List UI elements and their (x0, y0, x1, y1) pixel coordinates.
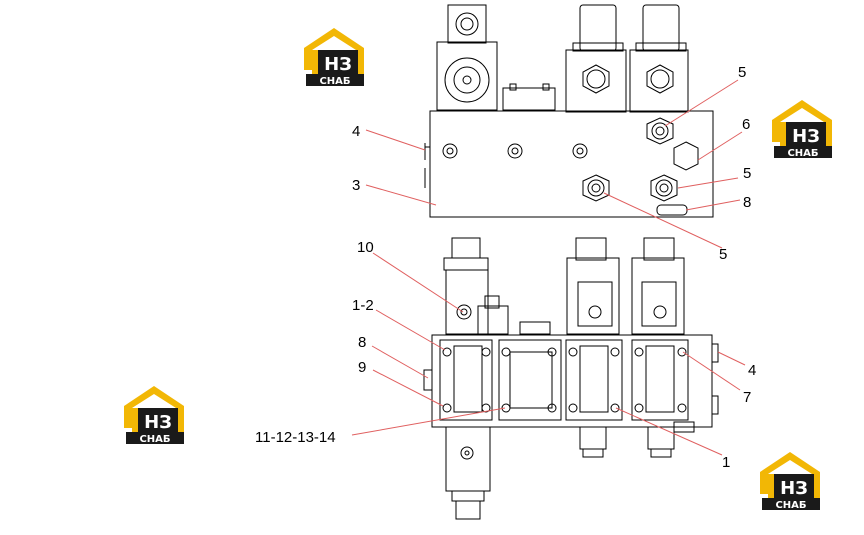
watermark-logo-brand: СНАБ (787, 148, 818, 159)
callout-3-top: 3 (352, 177, 360, 194)
callout-4-top: 4 (352, 123, 360, 140)
leader-lines (351, 79, 746, 456)
top-view-valve-assembly (424, 4, 714, 218)
callout-labels: 5 4 6 3 5 8 5 10 1-2 8 9 11-12-13-14 4 7… (255, 64, 756, 471)
callout-1-2-bottom: 1-2 (352, 297, 374, 314)
watermark-logo-letters: НЗ (792, 126, 820, 147)
bottom-view-valve-assembly (423, 237, 719, 520)
callout-4-bottom: 4 (748, 362, 756, 379)
callout-8-bottom: 8 (358, 334, 366, 351)
callout-8-top: 8 (743, 194, 751, 211)
callout-5-top: 5 (738, 64, 746, 81)
callout-5-mid: 5 (743, 165, 751, 182)
watermark-logo-brand: СНАБ (139, 434, 170, 445)
watermark-logo-1: НЗ СНАБ (304, 28, 364, 87)
callout-5-low: 5 (719, 246, 727, 263)
watermark-logo-letters: НЗ (144, 412, 172, 433)
watermark-logo-brand: СНАБ (319, 76, 350, 87)
callout-11-14-bottom: 11-12-13-14 (255, 429, 336, 446)
callout-6-top: 6 (742, 116, 750, 133)
callout-10-bottom: 10 (357, 239, 374, 256)
watermark-logo-2: НЗ СНАБ (772, 100, 832, 159)
watermark-logo-brand: СНАБ (775, 500, 806, 511)
callout-1-bottom: 1 (722, 454, 730, 471)
watermark-logo-3: НЗ СНАБ (124, 386, 184, 445)
watermark-logo-letters: НЗ (324, 54, 352, 75)
watermark-logo-4: НЗ СНАБ (760, 452, 820, 511)
callout-9-bottom: 9 (358, 359, 366, 376)
watermark-logo-letters: НЗ (780, 478, 808, 499)
callout-7-bottom: 7 (743, 389, 751, 406)
